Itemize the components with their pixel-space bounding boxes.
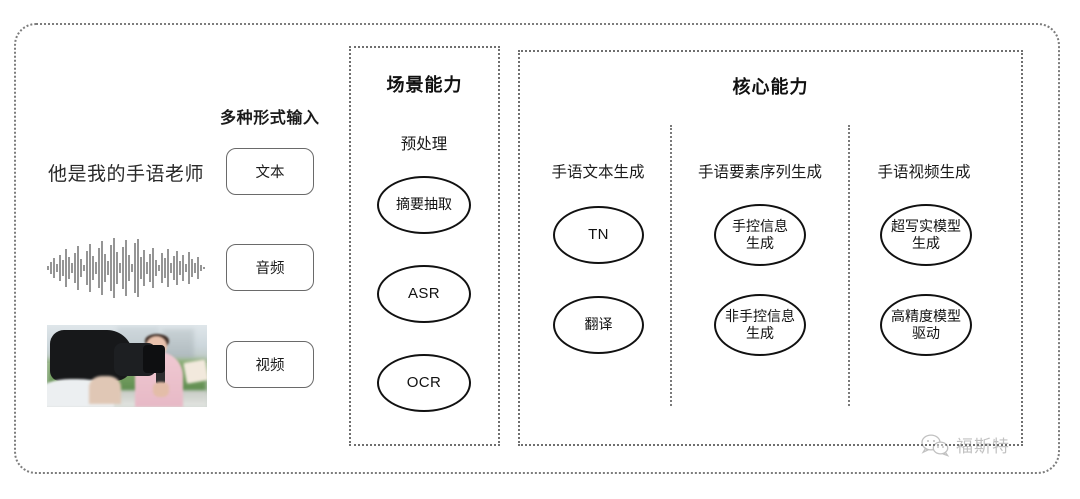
core-column-heading-3: 手语视频生成 [877, 164, 971, 181]
core-capability-box: 核心能力 [518, 50, 1023, 446]
wechat-icon [921, 433, 950, 457]
node-high-precision-model-driving[interactable]: 高精度模型 驱动 [880, 294, 972, 356]
input-button-video[interactable]: 视频 [226, 341, 314, 388]
node-manual-signal-generation[interactable]: 手控信息 生成 [714, 204, 806, 266]
node-hyper-realistic-model-generation[interactable]: 超写实模型 生成 [880, 204, 972, 266]
input-button-text[interactable]: 文本 [226, 148, 314, 195]
node-tn[interactable]: TN [553, 206, 644, 264]
node-non-manual-signal-generation[interactable]: 非手控信息 生成 [714, 294, 806, 356]
watermark: 福斯特 [920, 432, 1010, 457]
scene-group-label: 预处理 [400, 136, 448, 153]
input-section-heading: 多种形式输入 [220, 110, 320, 127]
node-translation[interactable]: 翻译 [553, 296, 644, 354]
node-ocr[interactable]: OCR [377, 354, 471, 412]
core-capability-title: 核心能力 [732, 77, 809, 97]
core-column-heading-1: 手语文本生成 [551, 164, 645, 181]
core-column-heading-2: 手语要素序列生成 [697, 164, 823, 181]
scene-capability-title: 场景能力 [386, 75, 463, 95]
scene-capability-box: 场景能力 [349, 46, 500, 446]
core-column-divider-2 [848, 125, 850, 406]
outer-frame [14, 23, 1060, 474]
watermark-text: 福斯特 [956, 437, 1010, 456]
core-column-divider-1 [670, 125, 672, 406]
node-abstract-extraction[interactable]: 摘要抽取 [377, 176, 471, 234]
audio-waveform-icon [47, 238, 205, 298]
input-button-audio[interactable]: 音频 [226, 244, 314, 291]
sample-text: 他是我的手语老师 [48, 164, 205, 185]
video-thumbnail-icon [47, 325, 207, 407]
node-asr[interactable]: ASR [377, 265, 471, 323]
